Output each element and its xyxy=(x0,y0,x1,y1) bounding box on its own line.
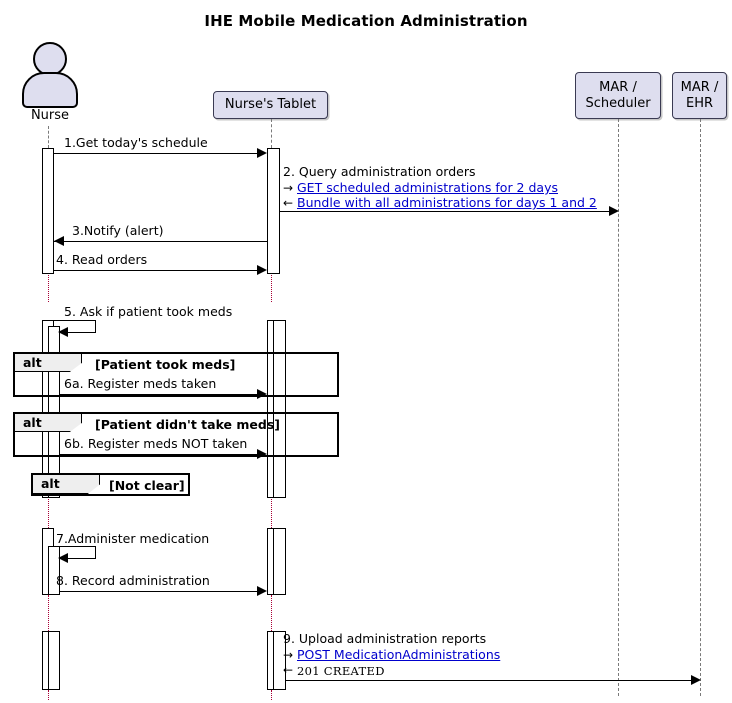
message-2-sub-1-direction-icon: → xyxy=(283,181,294,195)
message-7-arrow-side xyxy=(95,546,96,558)
lifeline-tablet-gap-1 xyxy=(271,272,272,302)
message-9-arrowhead xyxy=(691,675,701,685)
message-4-label: 4. Read orders xyxy=(56,252,148,267)
message-6b-arrowhead xyxy=(257,449,267,459)
lifeline-nurse-gap-1 xyxy=(48,272,49,302)
activation-tablet-4-nested xyxy=(273,631,286,690)
participant-nurses-tablet[interactable]: Nurse's Tablet xyxy=(213,91,328,119)
fragment-alt-3-operator: alt xyxy=(32,474,100,494)
participant-nurse-actor[interactable]: Nurse xyxy=(19,42,81,126)
fragment-alt-1-operator: alt xyxy=(14,353,82,372)
message-6a-arrowhead xyxy=(257,389,267,399)
message-7-label: 7.Administer medication xyxy=(56,531,210,546)
message-2-sub-2-direction-icon: ← xyxy=(283,196,294,210)
activation-tablet-2-nested xyxy=(273,320,286,498)
fragment-alt-1 xyxy=(13,352,339,397)
message-4-arrow xyxy=(54,270,258,271)
message-7-arrowhead xyxy=(58,553,68,563)
message-3-arrow xyxy=(54,241,267,242)
message-7-arrow-bottom xyxy=(60,558,96,559)
lifeline-mar-scheduler xyxy=(618,119,619,696)
lifeline-tablet-gap-3 xyxy=(271,595,272,631)
fragment-alt-2-condition: [Patient didn't take meds] xyxy=(95,417,280,432)
participant-label-nurse: Nurse xyxy=(30,108,70,123)
message-3-label: 3.Notify (alert) xyxy=(72,223,164,238)
fragment-alt-2-operator: alt xyxy=(14,413,82,432)
message-8-label: 8. Record administration xyxy=(56,573,210,588)
message-1-arrow xyxy=(54,153,258,154)
diagram-title: IHE Mobile Medication Administration xyxy=(204,12,528,30)
fragment-alt-1-condition: [Patient took meds] xyxy=(95,357,236,372)
message-3-arrowhead xyxy=(54,236,64,246)
message-8-arrowhead xyxy=(257,586,267,596)
message-2-arrowhead xyxy=(609,206,619,216)
message-6a-label: 6a. Register meds taken xyxy=(64,376,217,391)
fragment-alt-3-condition: [Not clear] xyxy=(109,478,185,493)
activation-nurse-1 xyxy=(42,148,54,274)
message-5-arrow-bottom xyxy=(60,332,96,333)
participant-label-scheduler: MAR / Scheduler xyxy=(585,79,651,111)
message-9-sub-2-status: 201 CREATED xyxy=(297,664,385,678)
fragment-alt-2 xyxy=(13,412,339,457)
message-5-arrowhead xyxy=(58,327,68,337)
participant-mar-ehr[interactable]: MAR / EHR xyxy=(672,72,727,119)
message-8-arrow xyxy=(60,591,258,592)
message-2-label: 2. Query administration orders xyxy=(283,164,476,179)
lifeline-mar-ehr xyxy=(700,119,701,696)
message-9-label: 9. Upload administration reports xyxy=(283,631,487,646)
message-6a-arrow xyxy=(60,394,258,395)
message-2-sub-2-link[interactable]: Bundle with all administrations for days… xyxy=(297,195,597,210)
message-9-sub-1-link[interactable]: POST MedicationAdministrations xyxy=(297,647,501,662)
message-6b-arrow xyxy=(60,454,258,455)
message-7-arrow-top xyxy=(54,546,96,547)
message-5-arrow-side xyxy=(95,320,96,332)
message-9-sub-2-direction-icon: ← xyxy=(283,663,294,677)
activation-nurse-4-nested xyxy=(48,631,60,690)
lifeline-nurse-gap-3 xyxy=(48,595,49,631)
participant-label-tablet: Nurse's Tablet xyxy=(224,97,317,112)
lifeline-tablet-end xyxy=(271,690,272,700)
message-1-label: 1.Get today's schedule xyxy=(64,135,208,150)
lifeline-nurse-end xyxy=(48,690,49,700)
lifeline-nurse-gap-2 xyxy=(48,496,49,528)
lifeline-tablet-gap-2 xyxy=(271,496,272,528)
lifeline-tablet xyxy=(271,119,272,148)
message-4-arrowhead xyxy=(257,265,267,275)
participant-label-ehr: MAR / EHR xyxy=(680,79,719,111)
message-2-sub-1-link[interactable]: GET scheduled administrations for 2 days xyxy=(297,180,558,195)
message-6b-label: 6b. Register meds NOT taken xyxy=(64,436,248,451)
actor-head-icon xyxy=(33,42,67,76)
message-5-arrow-top xyxy=(48,320,96,321)
activation-tablet-3-nested xyxy=(273,528,286,595)
actor-body-icon xyxy=(22,72,78,108)
participant-mar-scheduler[interactable]: MAR / Scheduler xyxy=(575,72,661,119)
activation-tablet-1 xyxy=(267,148,280,274)
message-9-arrow xyxy=(286,680,693,681)
lifeline-nurse xyxy=(48,126,49,148)
message-5-label: 5. Ask if patient took meds xyxy=(64,304,233,319)
message-9-sub-1-direction-icon: → xyxy=(283,648,294,662)
message-2-arrow xyxy=(280,211,611,212)
message-1-arrowhead xyxy=(257,148,267,158)
